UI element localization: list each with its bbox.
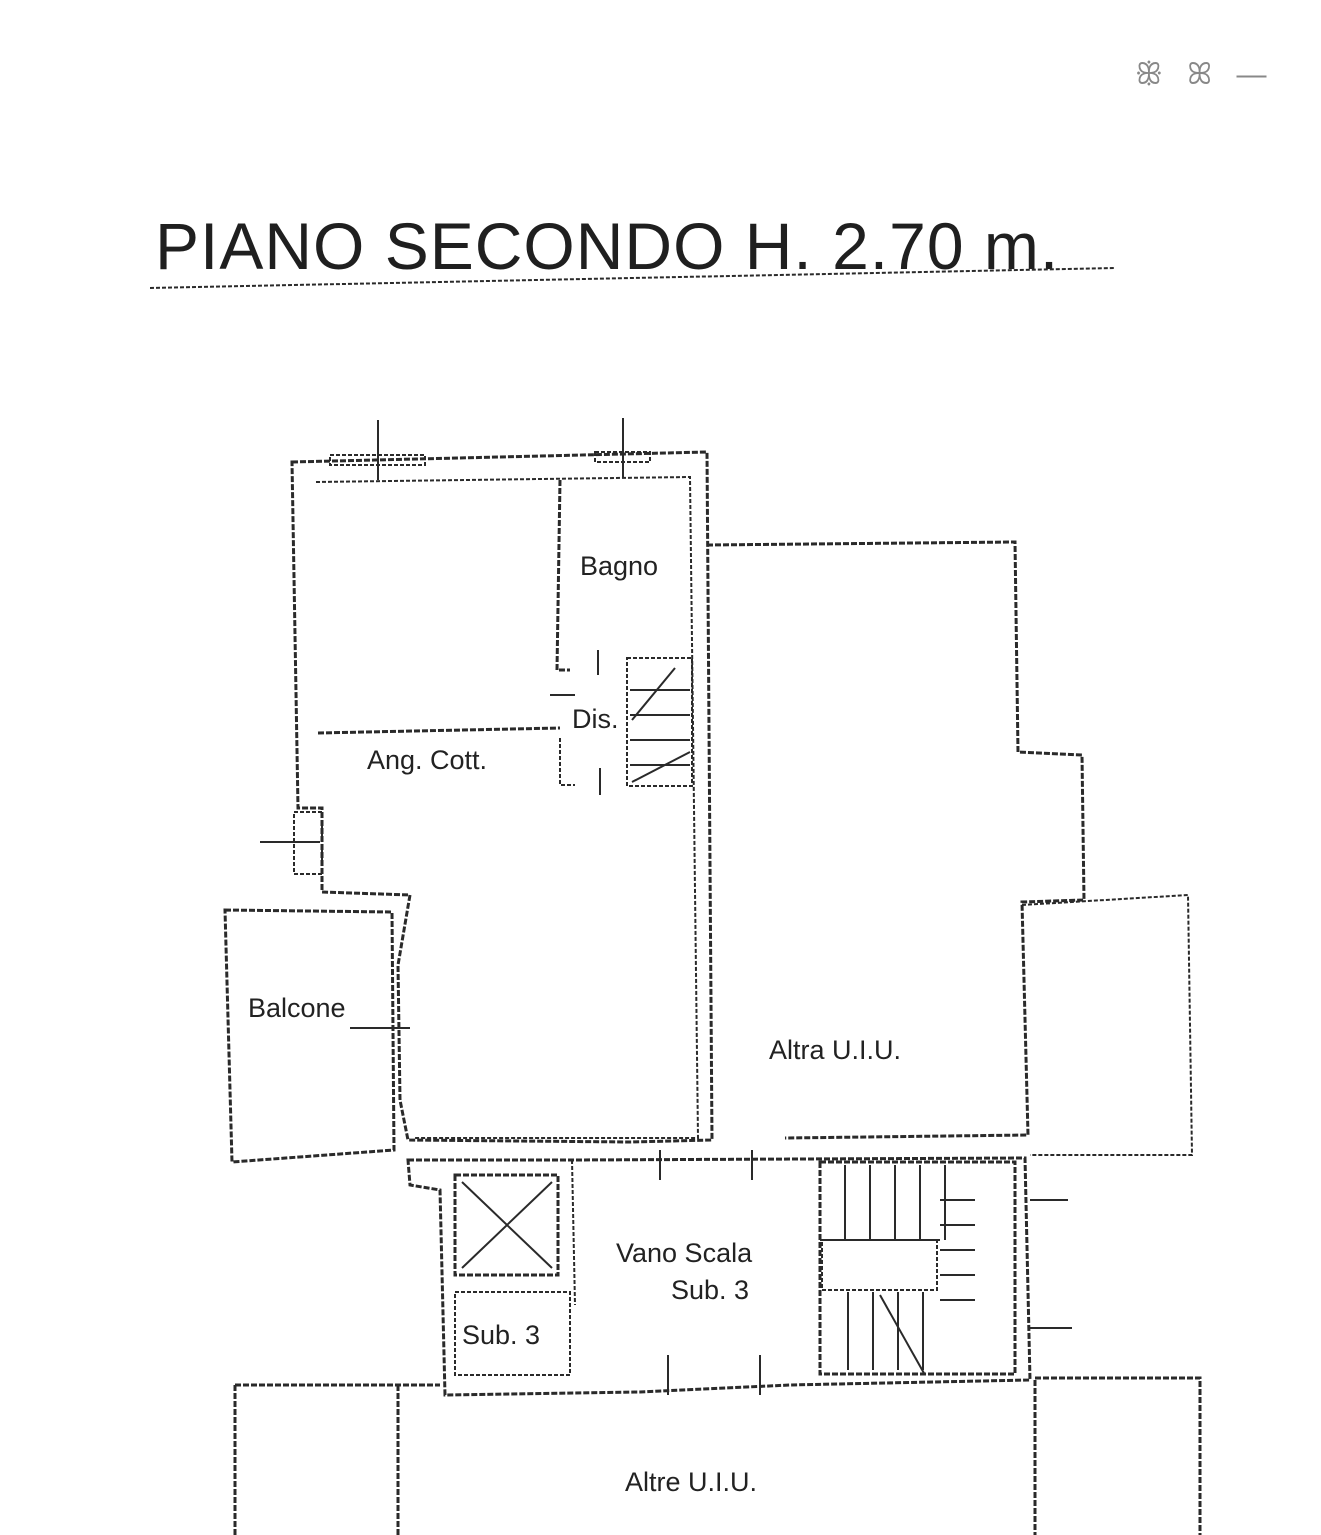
lift-cross-2 [461, 1181, 553, 1269]
vano-scala-wall [406, 1156, 1032, 1397]
bedroom-kitchen-wall [317, 726, 561, 735]
room-label-altre-uiu: Altre U.I.U. [625, 1467, 758, 1497]
apartment-outer-wall [290, 450, 714, 1144]
room-label-altra-uiu: Altra U.I.U. [769, 1035, 902, 1065]
main-stair-arrow [879, 1294, 926, 1376]
altre-uiu-wall [233, 1376, 1202, 1535]
main-stair [818, 1160, 1017, 1376]
room-label-balcone: Balcone [248, 993, 346, 1023]
sub3-closet [454, 1291, 571, 1376]
bagno-wall [555, 479, 570, 672]
room-label-ang-cott: Ang. Cott. [367, 745, 488, 775]
room-label-vano-scala-sub: Sub. 3 [671, 1275, 750, 1305]
page-title: PIANO SECONDO H. 2.70 m. [155, 209, 1060, 283]
room-label-bagno: Bagno [580, 551, 659, 581]
window-left [293, 811, 323, 875]
stair-diagonal-2 [631, 751, 691, 783]
main-stair-center [821, 1239, 938, 1291]
internal-stair [626, 657, 693, 787]
balcone-wall [223, 908, 396, 1164]
room-label-dis: Dis. [572, 704, 619, 734]
room-label-sub3: Sub. 3 [462, 1320, 541, 1350]
stair-diagonal [631, 667, 676, 721]
altra-uiu-annex-wall [1021, 893, 1194, 1156]
title-underline [149, 267, 1116, 289]
room-label-vano-scala: Vano Scala [616, 1238, 753, 1268]
lift-shaft [453, 1173, 560, 1277]
apartment-inner-wall [315, 475, 700, 1139]
dis-wall [559, 738, 575, 786]
scan-artifact-mark: ꕥ ꕤ — [1135, 58, 1275, 91]
vano-scala-inner [571, 1159, 576, 1306]
